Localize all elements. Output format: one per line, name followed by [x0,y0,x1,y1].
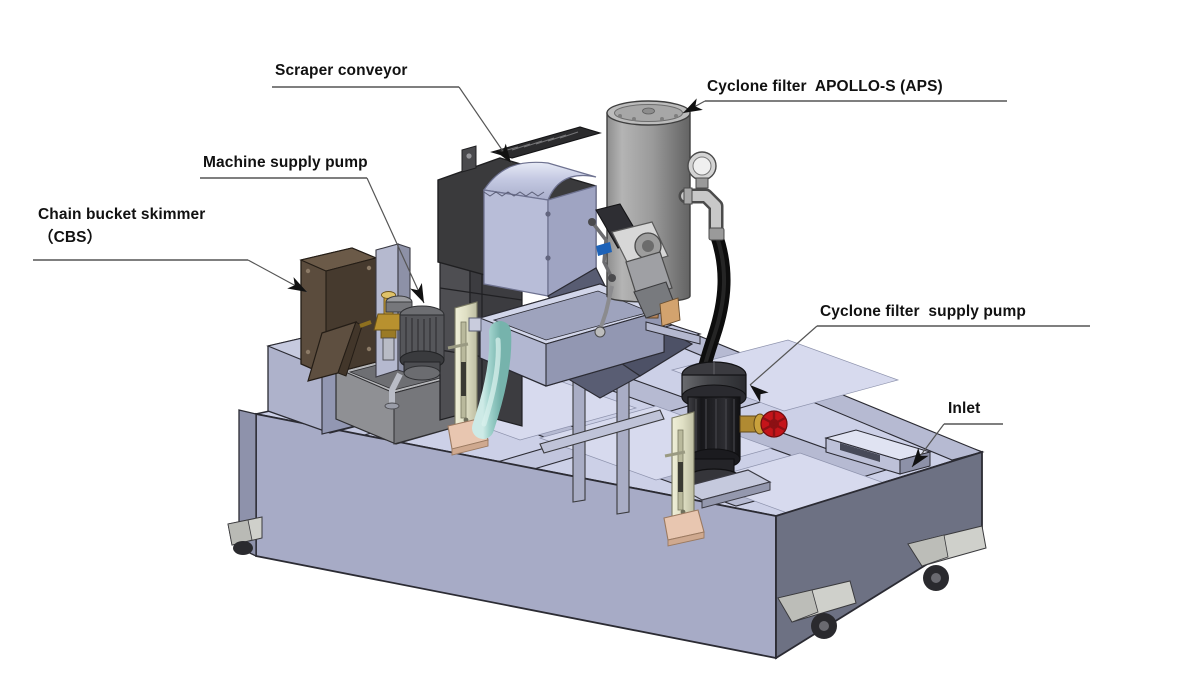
leader-line [366,177,425,304]
label-cyclone-filter-supply-pump: Cyclone filter supply pump [820,303,1026,320]
caster-assembly-rear-right [907,525,987,591]
cyclone-filter-vessel [606,100,691,319]
leader-arrowhead [410,283,424,303]
cyclone-filter-supply-pump [678,361,788,509]
leader-line [458,86,512,164]
level-gauge-right [663,411,705,547]
leader-arrowhead [287,277,307,292]
label-inlet: Inlet [948,400,981,417]
machine-supply-pump [384,295,445,410]
label-chain-bucket-skimmer: Chain bucket skimmer（CBS） [38,206,206,247]
label-machine-supply-pump: Machine supply pump [203,154,368,171]
filter-outlet-elbow [678,187,724,240]
label-scraper-conveyor: Scraper conveyor [275,62,408,79]
leader-arrowhead [912,447,929,467]
leader-arrowhead [683,98,703,113]
label-cyclone-filter-apollo-s: Cyclone filter APOLLO-S (APS) [707,78,943,95]
leader-line [749,325,818,386]
leader-arrowhead [750,385,769,403]
caster-assembly-front-left [227,516,263,555]
pressure-gauge [687,151,717,189]
flexible-duct [472,321,512,439]
caster-assembly-front-right [777,580,857,639]
label-leader-lines [33,86,1090,468]
cyclone-inlet-manifold [588,203,681,338]
leader-arrowhead [494,143,511,163]
